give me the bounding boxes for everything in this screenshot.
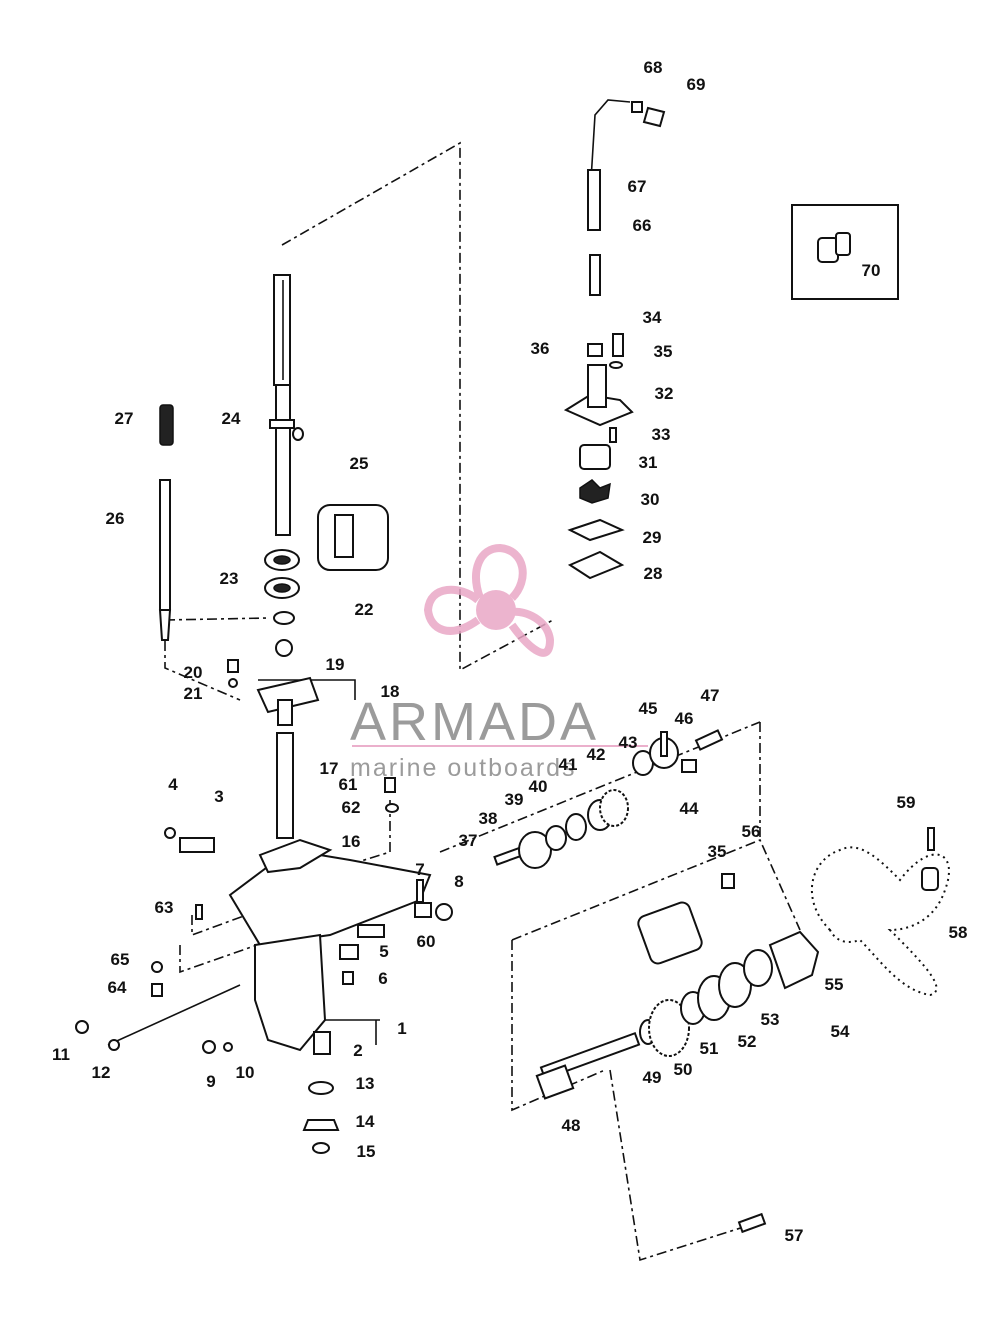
part-label-50: 50 (674, 1060, 693, 1079)
part-label-13: 13 (356, 1074, 375, 1093)
part-label-19: 19 (326, 655, 345, 674)
part-label-11: 11 (52, 1045, 70, 1064)
part-label-37: 37 (459, 831, 478, 850)
part-label-20: 20 (184, 663, 203, 682)
propeller-logo-icon (423, 543, 555, 657)
part-label-47: 47 (701, 686, 720, 705)
part-label-66: 66 (633, 216, 652, 235)
part-label-41: 41 (559, 755, 578, 774)
part-label-21: 21 (184, 684, 203, 703)
gear-housing (75, 777, 453, 1154)
part-label-42: 42 (587, 745, 606, 764)
shift-rod (158, 404, 174, 641)
propeller (811, 827, 950, 997)
part-label-38: 38 (479, 809, 498, 828)
part-label-32: 32 (655, 384, 674, 403)
part-label-5: 5 (379, 942, 388, 961)
part-label-56: 56 (742, 822, 761, 841)
part-label-14: 14 (356, 1112, 375, 1131)
part-label-29: 29 (643, 528, 662, 547)
part-label-8: 8 (454, 872, 463, 891)
part-label-67: 67 (628, 177, 647, 196)
part-label-34: 34 (643, 308, 662, 327)
part-label-58: 58 (949, 923, 968, 942)
part-label-18: 18 (381, 682, 400, 701)
part-label-28: 28 (644, 564, 663, 583)
part-label-53: 53 (761, 1010, 780, 1029)
part-label-4: 4 (168, 775, 178, 794)
part-label-59: 59 (897, 793, 916, 812)
part-label-10: 10 (236, 1063, 255, 1082)
part-label-12: 12 (92, 1063, 111, 1082)
watermark-brand: ARMADA (350, 692, 599, 752)
part-label-54: 54 (831, 1022, 850, 1041)
part-label-3: 3 (214, 787, 223, 806)
part-label-35: 35 (708, 842, 727, 861)
part-label-39: 39 (505, 790, 524, 809)
part-label-40: 40 (529, 777, 548, 796)
part-label-7: 7 (415, 860, 424, 879)
water-pump (563, 99, 666, 580)
part-label-36: 36 (531, 339, 550, 358)
part-label-51: 51 (700, 1039, 719, 1058)
part-label-27: 27 (115, 409, 134, 428)
part-label-65: 65 (111, 950, 130, 969)
part-label-55: 55 (825, 975, 844, 994)
part-label-70: 70 (862, 261, 881, 280)
part-label-62: 62 (342, 798, 361, 817)
fitting-inset (791, 204, 899, 300)
part-label-68: 68 (644, 58, 663, 77)
part-label-63: 63 (155, 898, 174, 917)
part-label-1: 1 (397, 1019, 406, 1038)
part-label-26: 26 (106, 509, 125, 528)
propeller-shaft-assembly (535, 873, 820, 1234)
bearing-set-23 (264, 504, 389, 599)
part-label-23: 23 (220, 569, 239, 588)
pinion-shaft-assembly (493, 729, 724, 869)
part-label-69: 69 (687, 75, 706, 94)
part-label-6: 6 (378, 969, 387, 988)
part-label-57: 57 (785, 1226, 804, 1245)
part-label-30: 30 (641, 490, 660, 509)
seal-22 (273, 611, 295, 625)
part-label-60: 60 (417, 932, 436, 951)
part-label-44: 44 (680, 799, 699, 818)
part-label-64: 64 (108, 978, 127, 997)
part-label-15: 15 (357, 1142, 376, 1161)
part-label-33: 33 (652, 425, 671, 444)
part-label-61: 61 (339, 775, 358, 794)
part-label-17: 17 (320, 759, 339, 778)
part-label-16: 16 (342, 832, 361, 851)
drive-shaft (269, 274, 304, 536)
part-label-31: 31 (639, 453, 658, 472)
part-label-49: 49 (643, 1068, 662, 1087)
part-label-46: 46 (675, 709, 694, 728)
part-label-2: 2 (353, 1041, 362, 1060)
watermark-tagline: marine outboards (350, 754, 577, 782)
part-label-48: 48 (562, 1116, 581, 1135)
part-label-9: 9 (206, 1072, 215, 1091)
armada-watermark: ARMADA marine outboards (350, 543, 648, 782)
water-tube-17 (276, 732, 294, 839)
part-label-24: 24 (222, 409, 241, 428)
part-label-22: 22 (355, 600, 374, 619)
housing-18 (227, 639, 320, 726)
part-label-35: 35 (654, 342, 673, 361)
part-label-45: 45 (639, 699, 658, 718)
part-label-25: 25 (350, 454, 369, 473)
part-label-43: 43 (619, 733, 638, 752)
part-label-52: 52 (738, 1032, 757, 1051)
